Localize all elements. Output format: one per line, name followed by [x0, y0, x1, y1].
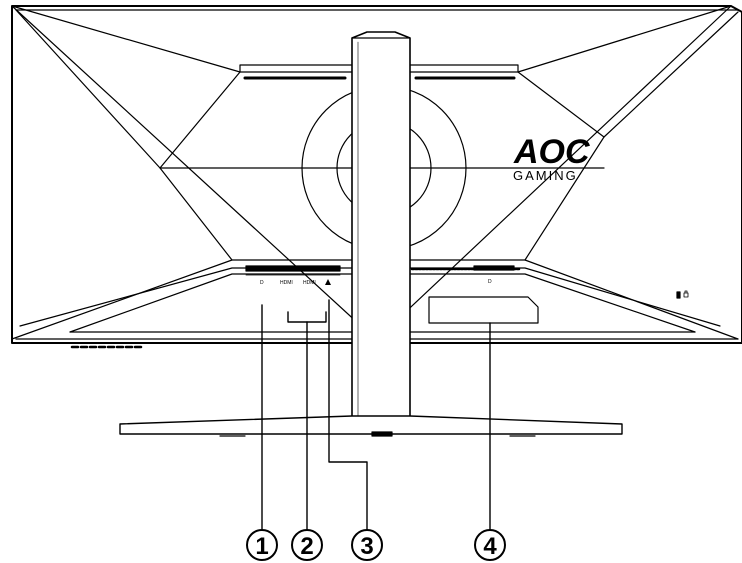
port-bay-strip [245, 265, 341, 272]
stand-base [119, 415, 623, 435]
callout-circle-2 [291, 529, 323, 561]
port-label-right: D [488, 279, 492, 285]
right-port-strip [473, 265, 515, 271]
upper-bevel-left [239, 64, 353, 73]
audio-port-icon [325, 279, 331, 285]
crease-top-left [11, 5, 241, 73]
monitor-outer-frame [11, 5, 742, 344]
stand-base-foot-mark [371, 431, 393, 437]
leader-line-3 [328, 299, 368, 531]
callout-circle-1 [246, 529, 278, 561]
callout-number-2: 2 [300, 533, 313, 560]
callout-number-3: 3 [360, 533, 373, 560]
port-label-1: D [260, 280, 264, 286]
crease-top-right [517, 5, 732, 73]
callout-number-4: 4 [483, 533, 497, 560]
callout-circle-3 [351, 529, 383, 561]
crease-right-mid [603, 11, 739, 138]
port-label-2b: HDMI [303, 280, 316, 286]
crease-bottom-left [11, 259, 233, 340]
crease-top-right-long [379, 5, 732, 337]
callout-number-1: 1 [255, 533, 268, 560]
stand-column [351, 31, 411, 421]
leader-bracket-2 [287, 311, 327, 323]
brand-subtext: GAMING [513, 168, 578, 183]
crease-top-left-long [11, 5, 373, 337]
lock-icon [683, 290, 689, 298]
callout-circle-4 [474, 529, 506, 561]
brand-logo: AOC [513, 133, 590, 171]
label-plate [428, 296, 539, 324]
upper-bevel-right [408, 64, 519, 73]
port-label-2a: HDMI [280, 280, 293, 286]
kensington-slot-icon [676, 291, 681, 299]
crease-left-mid [15, 9, 161, 169]
